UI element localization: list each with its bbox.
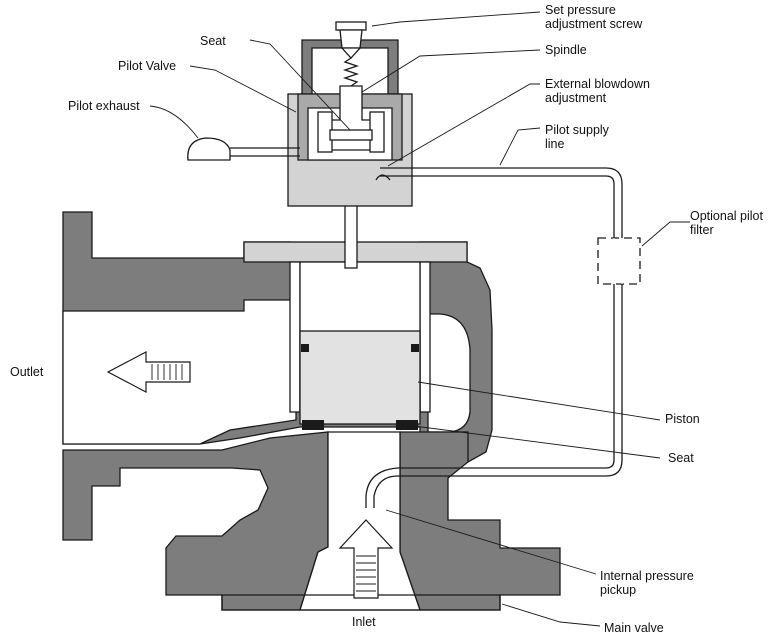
label-spindle: Spindle bbox=[545, 43, 587, 57]
pilot-exhaust bbox=[187, 137, 300, 161]
leader-lines bbox=[149, 11, 690, 627]
label-optional-filter-line2: filter bbox=[690, 223, 714, 237]
set-pressure-screw bbox=[335, 21, 367, 59]
label-pilot-supply-line2: line bbox=[545, 137, 565, 151]
label-pilot-valve: Pilot Valve bbox=[118, 59, 176, 73]
label-pilot-supply-line1: Pilot supply bbox=[545, 123, 610, 137]
label-set-pressure-line2: adjustment screw bbox=[545, 17, 643, 31]
label-outlet: Outlet bbox=[10, 365, 44, 379]
label-external-blowdown-line2: adjustment bbox=[545, 91, 607, 105]
inlet-arrow-hatch bbox=[356, 555, 376, 592]
label-pilot-exhaust: Pilot exhaust bbox=[68, 99, 140, 113]
label-set-pressure-line1: Set pressure bbox=[545, 3, 616, 17]
pilot-valve-body bbox=[287, 39, 413, 207]
inlet-flow-arrow bbox=[338, 519, 394, 599]
label-seat-main: Seat bbox=[668, 451, 694, 465]
label-external-blowdown-line1: External blowdown bbox=[545, 77, 650, 91]
label-internal-pickup-line2: pickup bbox=[600, 583, 636, 597]
optional-pilot-filter bbox=[597, 237, 641, 285]
label-optional-filter-line1: Optional pilot bbox=[690, 209, 763, 223]
pilot-supply-tube bbox=[365, 167, 623, 508]
label-inlet: Inlet bbox=[352, 615, 376, 629]
main-seat-seal-right bbox=[396, 420, 418, 430]
label-piston: Piston bbox=[665, 412, 700, 426]
main-seat-seal-left bbox=[302, 420, 324, 430]
pilot-spring bbox=[342, 57, 360, 87]
outlet-flow-arrow bbox=[106, 351, 191, 393]
label-seat-pilot: Seat bbox=[200, 34, 226, 48]
label-internal-pickup-line1: Internal pressure bbox=[600, 569, 694, 583]
label-main-valve: Main valve bbox=[604, 621, 664, 635]
outlet-arrow-hatch bbox=[151, 364, 183, 380]
piston bbox=[299, 330, 421, 430]
